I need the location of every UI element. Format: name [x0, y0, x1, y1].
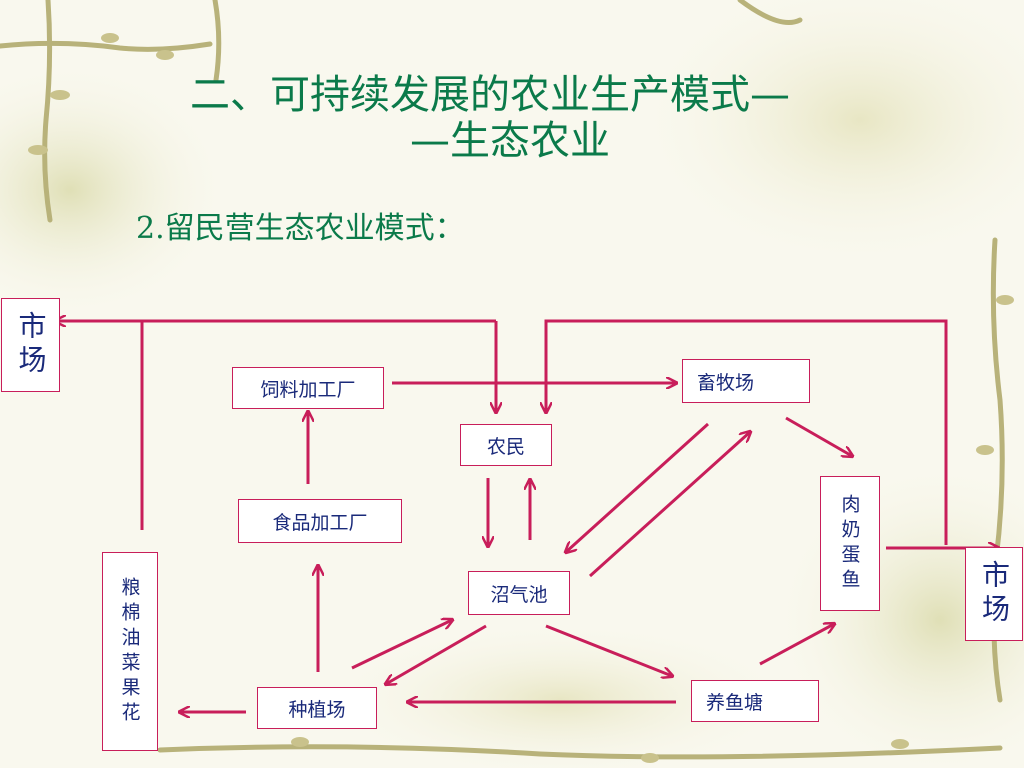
- node-market-right: 市场: [965, 547, 1023, 641]
- node-market-left: 市场: [1, 298, 60, 392]
- subtitle: 2.留民营生态农业模式：: [136, 211, 465, 246]
- arrow-livestock-to-biogas: [566, 422, 710, 552]
- node-livestock-farm: 畜牧场: [682, 359, 810, 403]
- arrow-right-loop-to-farmers: [546, 319, 948, 545]
- arrow-biogas-to-fishpond: [545, 624, 672, 676]
- node-feed-factory: 饲料加工厂: [232, 367, 384, 409]
- title-line-1: 二、可持续发展的农业生产模式—: [190, 72, 790, 118]
- arrow-biogas-to-plantation: [386, 624, 487, 684]
- node-biogas-pit: 沼气池: [468, 571, 570, 615]
- node-plantation: 种植场: [257, 687, 377, 729]
- node-crops: 粮棉油菜果花: [102, 552, 158, 751]
- title-line-2: —生态农业: [410, 118, 610, 164]
- node-food-factory: 食品加工厂: [238, 499, 402, 543]
- arrow-plantation-to-biogas: [351, 620, 452, 670]
- arrow-livestock-to-meat: [785, 416, 852, 456]
- page-title: 二、可持续发展的农业生产模式— —生态农业: [0, 72, 980, 164]
- arrow-fishpond-to-meat: [759, 624, 834, 666]
- node-farmers: 农民: [460, 424, 552, 466]
- arrow-biogas-to-livestock: [588, 432, 750, 578]
- node-fish-pond: 养鱼塘: [691, 680, 819, 722]
- node-meat-products: 肉奶蛋鱼: [820, 476, 880, 611]
